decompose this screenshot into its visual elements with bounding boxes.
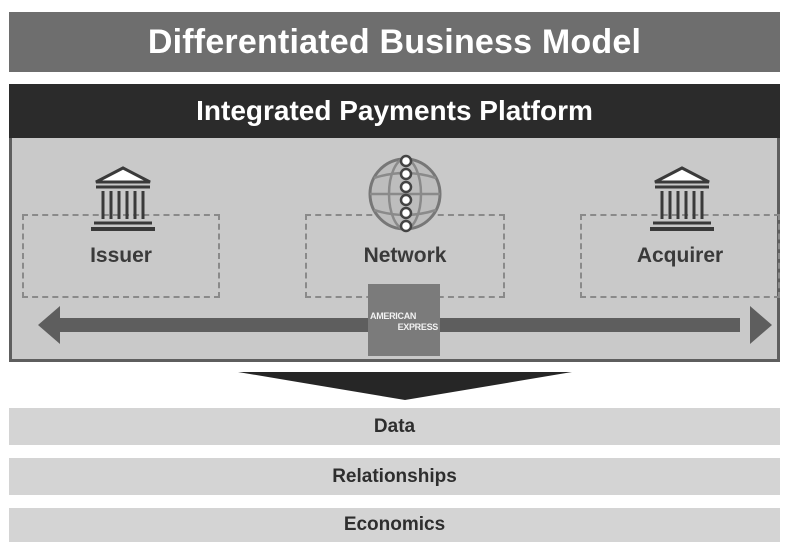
- diagram-title: Differentiated Business Model: [9, 12, 780, 72]
- amex-logo-text-line1: AMERICAN: [370, 311, 417, 321]
- outcome-relationships: Relationships: [9, 458, 780, 495]
- amex-logo-text-line2: EXPRESS: [397, 322, 439, 332]
- network-label: Network: [363, 244, 447, 267]
- acquirer-box: Acquirer: [580, 214, 780, 298]
- acquirer-label: Acquirer: [636, 244, 724, 267]
- amex-logo: [368, 284, 440, 356]
- issuer-box: Issuer: [22, 214, 220, 298]
- platform-header: Integrated Payments Platform: [9, 84, 780, 138]
- bank-icon: [650, 166, 714, 231]
- outcome-data: Data: [9, 408, 780, 445]
- down-arrow: [238, 372, 572, 400]
- globe-network-icon: [368, 154, 442, 233]
- bank-icon: [91, 166, 155, 231]
- issuer-label: Issuer: [90, 244, 152, 267]
- outcome-economics: Economics: [9, 508, 780, 542]
